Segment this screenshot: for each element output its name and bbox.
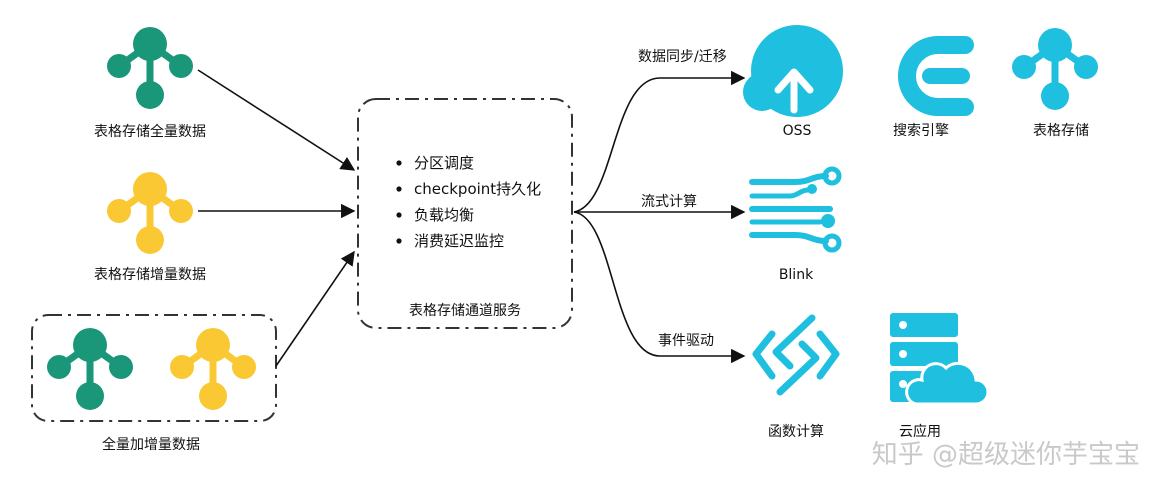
oss-label: OSS [783,123,812,139]
combined-data-source: 全量加增量数据 [31,314,277,453]
full-data-label: 表格存储全量数据 [94,123,206,140]
search-engine-icon [898,36,974,116]
arrow-to-function [573,211,746,364]
tree-node-icon [1012,28,1098,110]
function-compute-label: 函数计算 [768,424,824,440]
feature-item: 消费延迟监控 [414,232,504,250]
feature-item: 分区调度 [414,154,474,172]
cloud-app-label: 云应用 [899,423,941,440]
edge-label-stream: 流式计算 [641,194,697,210]
full-data-source: 表格存储全量数据 [94,27,206,140]
feature-list: 分区调度 checkpoint持久化 负载均衡 消费延迟监控 [396,154,541,250]
incremental-data-label: 表格存储增量数据 [94,267,206,283]
feature-item: checkpoint持久化 [414,180,541,198]
edge-label-event: 事件驱动 [658,333,714,349]
arrow-to-oss [573,70,746,213]
arrow-full-to-service [197,69,356,171]
function-target: 函数计算 [752,314,840,440]
tree-node-icon [47,328,133,410]
service-box-border [357,98,573,329]
blink-icon [749,166,842,253]
tablestore-target: 表格存储 [1012,28,1098,139]
cloud-app-target: 云应用 [890,313,990,440]
input-arrows [197,69,356,367]
blink-target: Blink [749,166,842,283]
tunnel-service: 分区调度 checkpoint持久化 负载均衡 消费延迟监控 表格存储通道服务 [357,98,573,329]
function-compute-icon [752,314,840,396]
cloud-app-icon [890,313,990,406]
incremental-data-source: 表格存储增量数据 [94,172,206,283]
output-arrows [573,70,746,364]
tree-node-icon [107,27,193,109]
tablestore-label: 表格存储 [1033,123,1089,139]
combined-data-label: 全量加增量数据 [102,436,200,453]
oss-target: OSS [743,25,843,139]
tree-node-icon [107,172,193,254]
feature-item: 负载均衡 [414,206,474,224]
service-title: 表格存储通道服务 [409,303,521,319]
tree-node-icon [170,328,256,410]
watermark: 知乎 @超级迷你芋宝宝 [872,440,1140,470]
oss-icon [743,25,843,117]
edge-label-sync: 数据同步/迁移 [638,49,727,65]
blink-label: Blink [779,267,814,283]
search-engine-target: 搜索引擎 [893,36,974,139]
search-engine-label: 搜索引擎 [893,122,949,139]
arrow-combined-to-service [275,250,355,367]
combined-group-border [31,314,277,422]
